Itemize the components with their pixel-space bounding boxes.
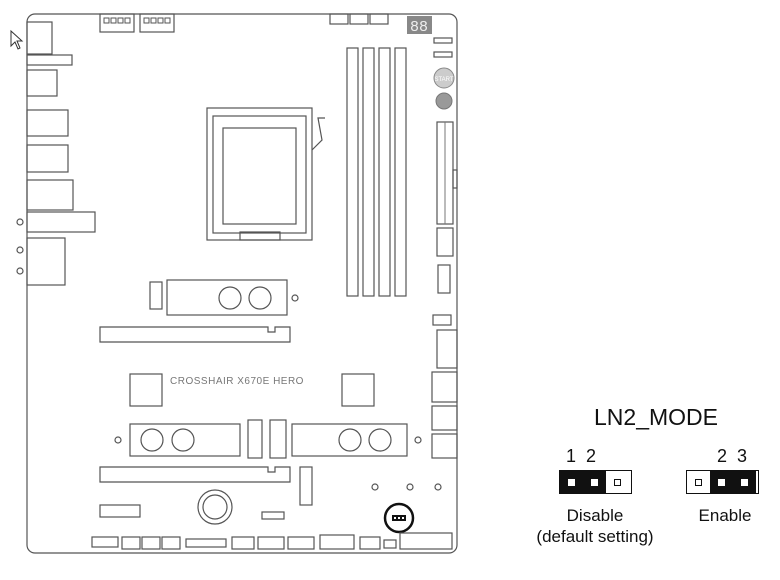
pin-3-open [606, 471, 629, 493]
cmos-battery [197, 489, 233, 525]
m2-slot-upper [149, 279, 299, 316]
enable-label: Enable [698, 506, 752, 525]
header-block [99, 504, 141, 518]
pcie-slot-2 [99, 466, 291, 483]
flexkey-button [435, 92, 453, 110]
disable-pin-numbers: 1 2 [566, 446, 597, 466]
ln2-mode-jumper-location [383, 502, 415, 534]
chipset-right [341, 373, 375, 407]
m2-slot-small [299, 466, 313, 506]
default-setting-note: (default setting) [536, 527, 654, 546]
cpu-power-connectors [99, 13, 175, 33]
board-outline [26, 13, 458, 554]
debug-led-display: 88 [407, 16, 453, 58]
pin-3-shorted [733, 471, 756, 493]
jumper-enable-diagram [686, 470, 759, 494]
start-button: START [433, 67, 455, 89]
pin-1-shorted [560, 471, 583, 493]
fan-headers-top [329, 13, 389, 25]
m2-slots-lower [114, 419, 422, 459]
jumper-disable-diagram [559, 470, 632, 494]
chipset-left [129, 373, 163, 407]
pin-1-open [687, 471, 710, 493]
pcie-slot-1 [99, 326, 291, 343]
mouse-cursor-icon [10, 29, 24, 50]
dimm-slots [346, 47, 407, 297]
bottom-headers [91, 532, 453, 550]
svg-text:88: 88 [410, 19, 428, 36]
right-edge-connectors [431, 314, 458, 459]
board-model-label: CROSSHAIR X670E HERO [170, 376, 304, 387]
disable-label: Disable [566, 506, 624, 525]
pin-2-shorted [583, 471, 606, 493]
disable-caption: Disable (default setting) [530, 505, 660, 547]
svg-text:START: START [434, 77, 453, 83]
atx-power-connector [436, 121, 458, 294]
enable-pin-numbers: 2 3 [717, 446, 748, 466]
rear-io-ports [16, 21, 96, 286]
cpu-socket [206, 107, 325, 241]
ln2-mode-title: LN2_MODE [594, 404, 718, 430]
pin-2-shorted [710, 471, 733, 493]
